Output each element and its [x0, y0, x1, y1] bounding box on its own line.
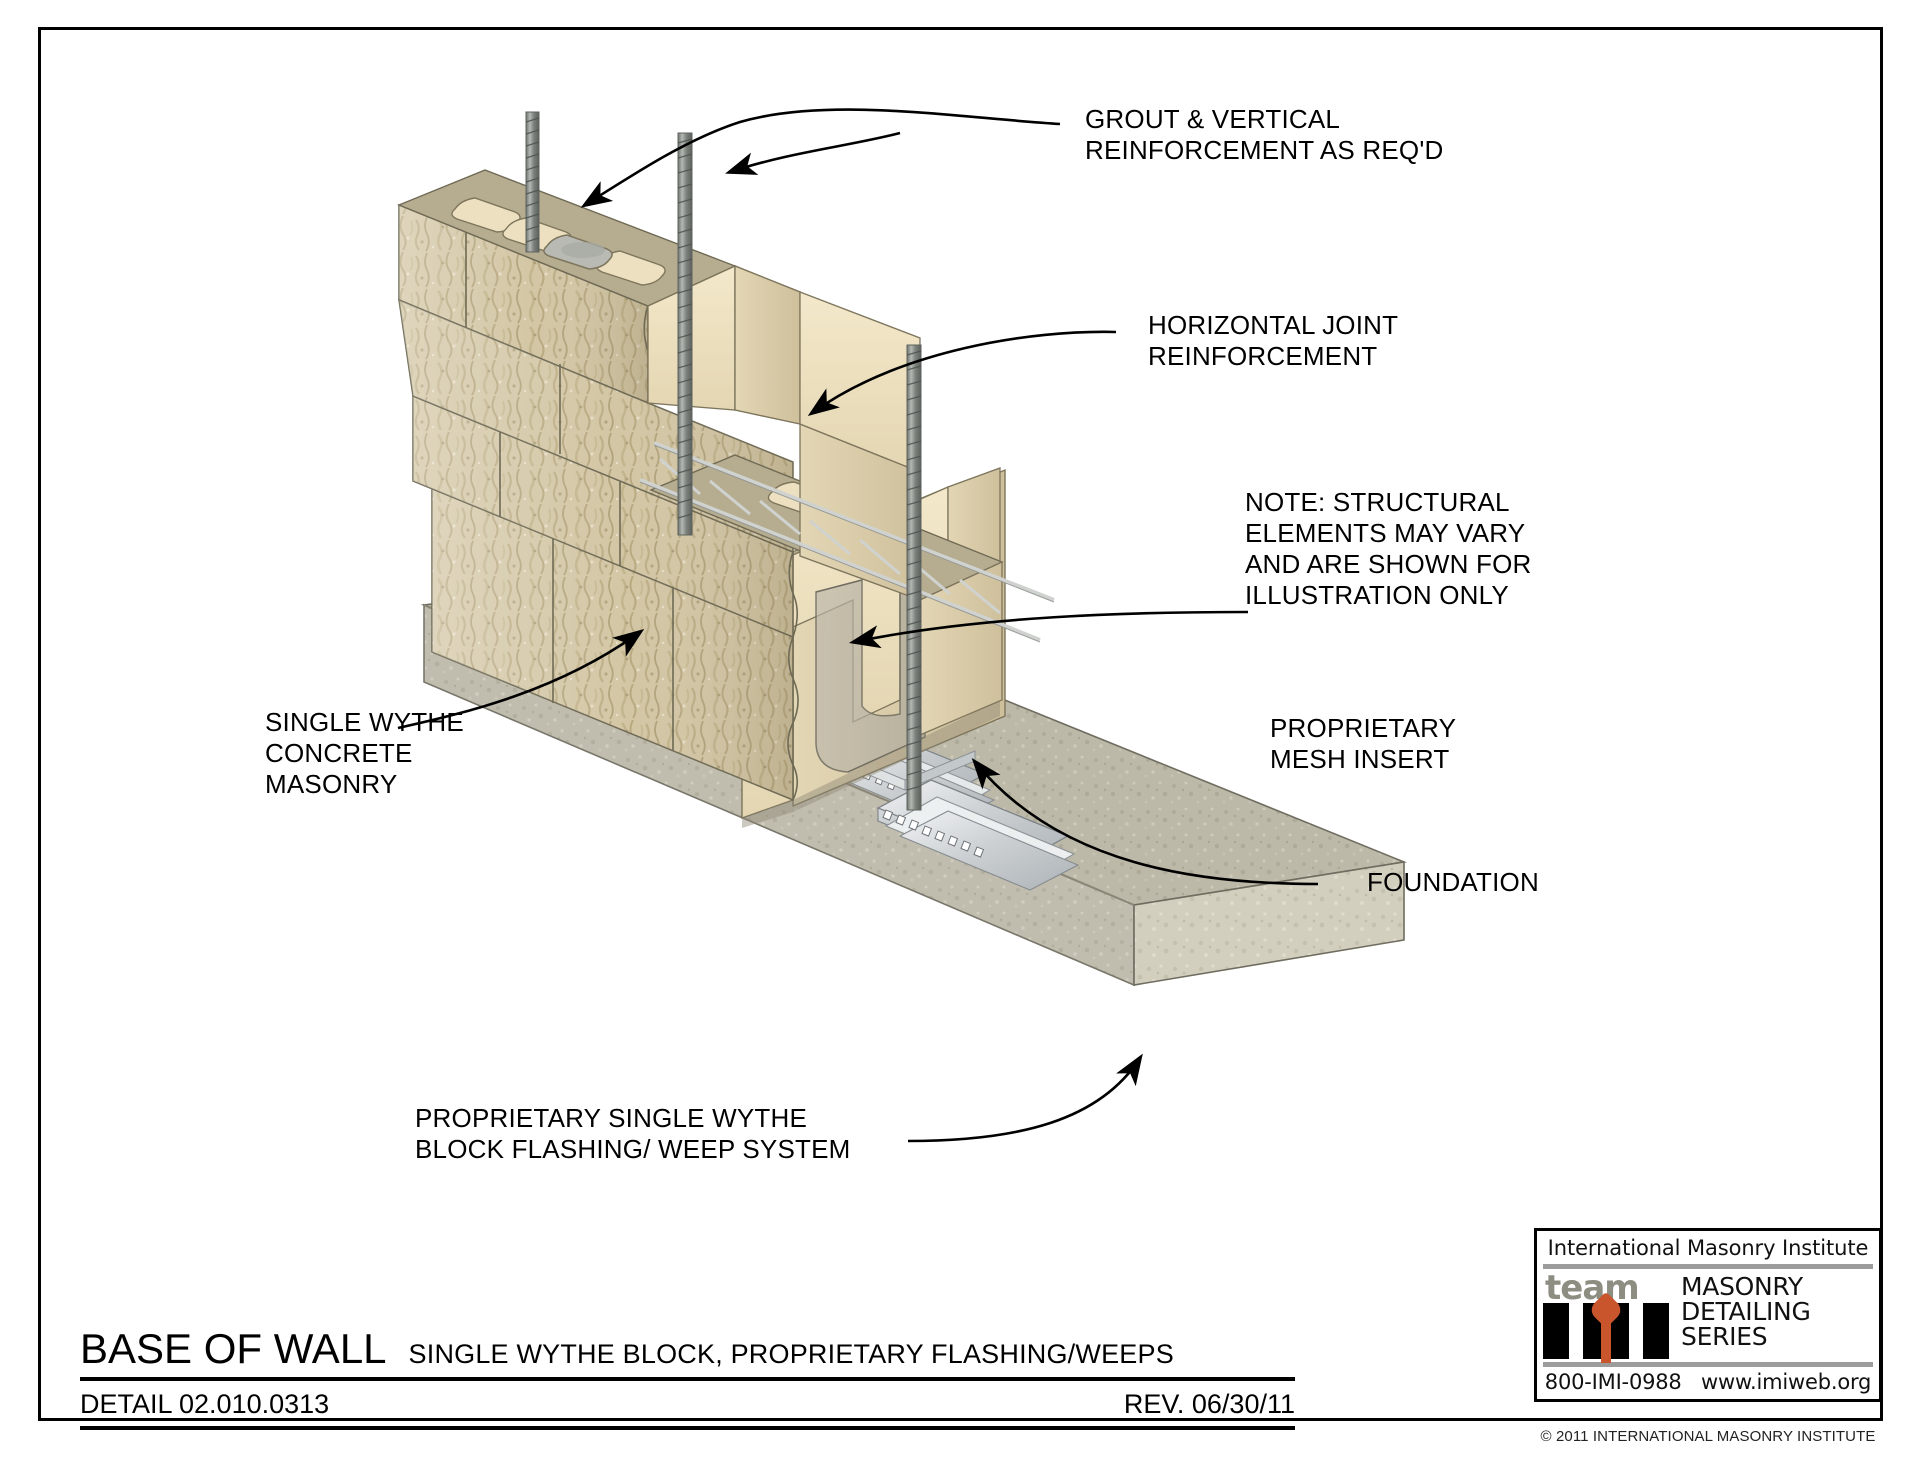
annotation-foundation: FOUNDATION — [1367, 867, 1539, 897]
revision-date: REV. 06/30/11 — [1123, 1389, 1295, 1419]
leader-lines — [397, 108, 1319, 1143]
annotation-structural-note: NOTE: STRUCTURAL ELEMENTS MAY VARY AND A… — [1245, 487, 1532, 610]
detail-subtitle: SINGLE WYTHE BLOCK, PROPRIETARY FLASHING… — [408, 1339, 1174, 1369]
imi-bars-icon — [1543, 1291, 1669, 1363]
website-url[interactable]: www.imiweb.org — [1701, 1370, 1872, 1394]
rebar — [677, 132, 693, 536]
trowel-stem-icon — [1601, 1321, 1611, 1363]
annotation-flashing-weep-system: PROPRIETARY SINGLE WYTHE BLOCK FLASHING/… — [415, 1103, 851, 1164]
logo-divider-bottom — [1543, 1362, 1873, 1367]
team-imi-mark: team — [1543, 1268, 1671, 1363]
rebar — [525, 111, 540, 253]
series-line-3: SERIES — [1681, 1322, 1768, 1351]
imi-logo-block: International Masonry Institute team MAS… — [1534, 1228, 1882, 1402]
copyright-notice: © 2011 INTERNATIONAL MASONRY INSTITUTE — [1540, 1428, 1876, 1445]
horizontal-joint-reinforcement — [639, 441, 1055, 642]
imi-bar-left — [1543, 1303, 1569, 1359]
masonry-detailing-series-text: MASONRY DETAILING SERIES — [1681, 1273, 1811, 1359]
horizontal-joint-reinforcement-outline — [639, 444, 1055, 643]
title-block: BASE OF WALL SINGLE WYTHE BLOCK, PROPRIE… — [80, 1325, 1295, 1430]
team-wordmark: team — [1545, 1268, 1640, 1308]
title-row: BASE OF WALL SINGLE WYTHE BLOCK, PROPRIE… — [80, 1325, 1295, 1377]
annotation-single-wythe-concrete-masonry: SINGLE WYTHE CONCRETE MASONRY — [265, 707, 464, 799]
annotation-proprietary-mesh-insert: PROPRIETARY MESH INSERT — [1270, 713, 1457, 774]
detail-number: DETAIL 02.010.0313 — [80, 1389, 330, 1419]
imi-bar-right — [1643, 1303, 1669, 1359]
grouted-cell — [543, 234, 613, 270]
series-line-1: MASONRY — [1681, 1272, 1803, 1301]
rebar — [906, 344, 922, 811]
annotation-grout-vertical-reinforcement: GROUT & VERTICAL REINFORCEMENT AS REQ'D — [1085, 104, 1444, 165]
detail-divider — [80, 1426, 1295, 1430]
flashing-weep-unit — [876, 779, 1080, 891]
detail-title: BASE OF WALL — [80, 1325, 387, 1372]
logo-middle-row: team MASONRY DETAILING SERIES — [1543, 1268, 1873, 1363]
title-divider — [80, 1377, 1295, 1381]
phone-number: 800-IMI-0988 — [1544, 1370, 1682, 1394]
logo-contact-row: 800-IMI-0988 www.imiweb.org — [1543, 1368, 1873, 1394]
series-line-2: DETAILING — [1681, 1297, 1811, 1326]
annotation-horizontal-joint-reinforcement: HORIZONTAL JOINT REINFORCEMENT — [1148, 310, 1399, 371]
institute-name: International Masonry Institute — [1547, 1236, 1869, 1260]
sheet-border — [38, 27, 1883, 1421]
detail-row: DETAIL 02.010.0313 REV. 06/30/11 — [80, 1381, 1295, 1426]
logo-divider-top — [1543, 1264, 1873, 1269]
vertical-reinforcement-bars — [525, 111, 922, 811]
